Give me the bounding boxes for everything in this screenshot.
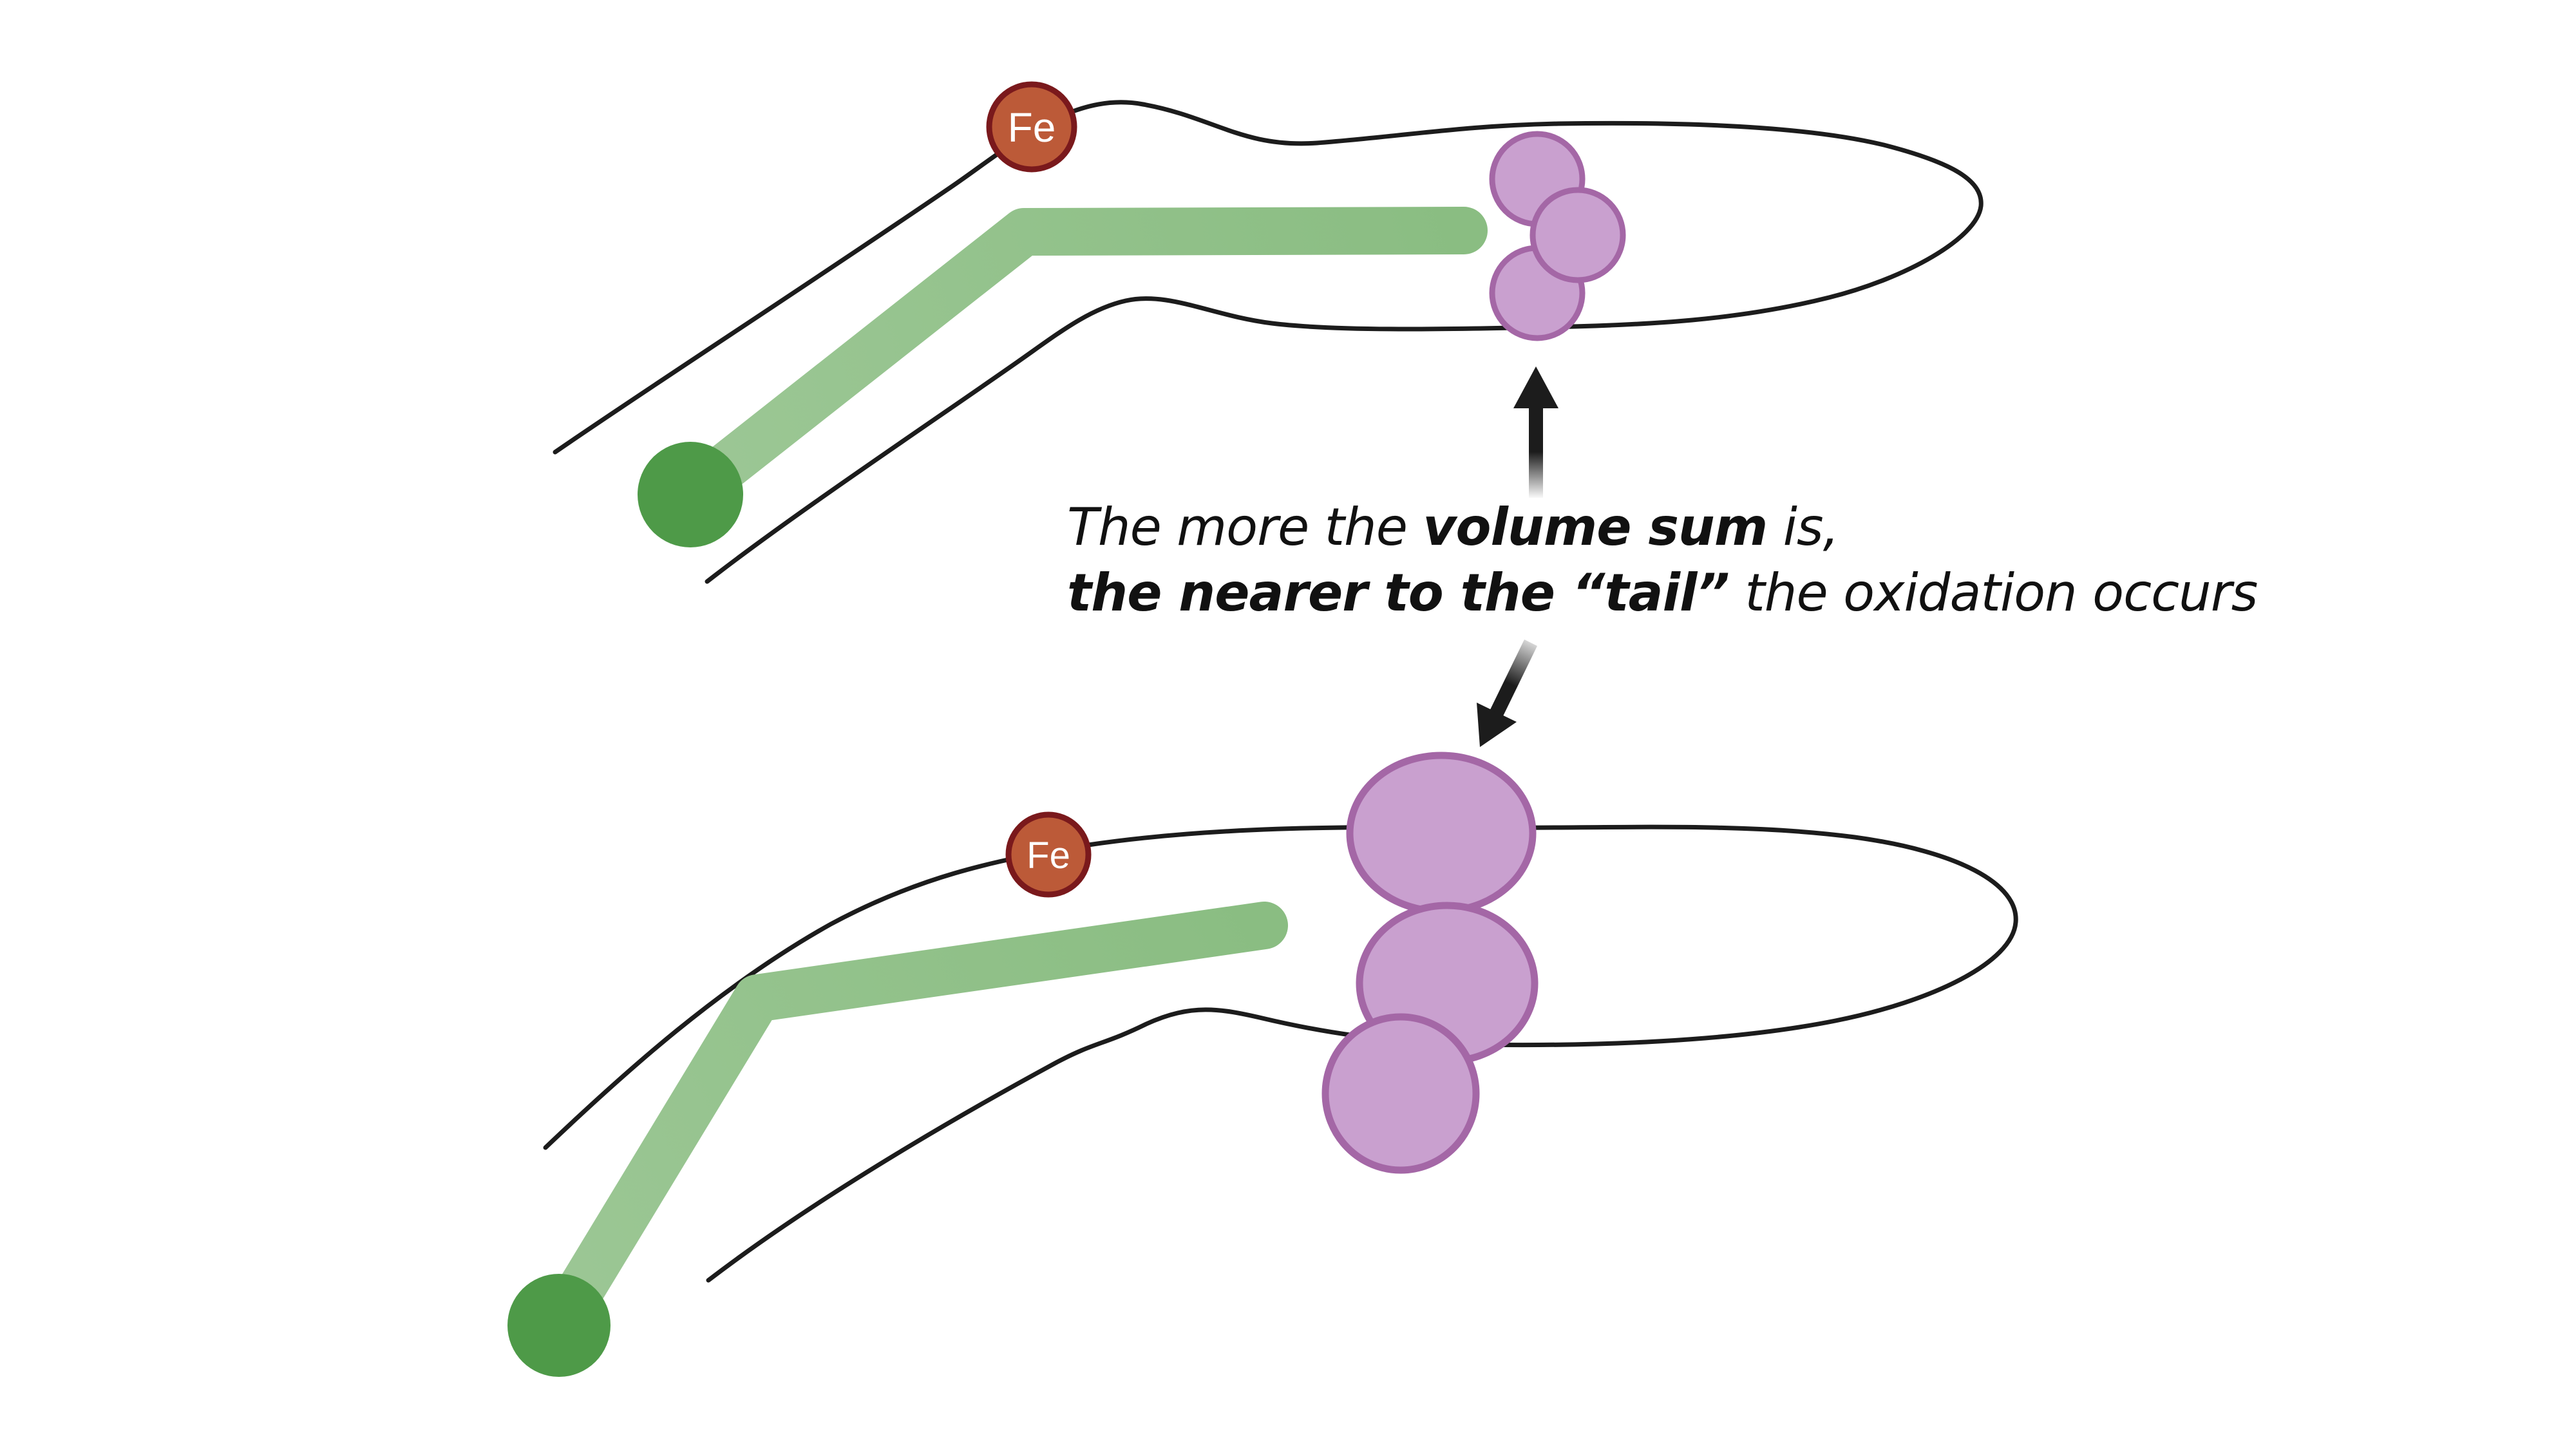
bottom-diagram: Fe [507, 752, 2018, 1377]
iron-label: Fe [1008, 104, 1056, 151]
caption-text: is, [1767, 497, 1839, 557]
oxidation-site [1346, 752, 1537, 915]
iron-circle [986, 81, 1077, 173]
rod-head-top [638, 442, 743, 547]
rod-head-bottom [507, 1274, 611, 1377]
caption-line-2: the nearer to the “tail” the oxidation o… [1067, 560, 2258, 626]
oxidation-site [1530, 187, 1626, 283]
up-arrow-icon [1513, 366, 1558, 498]
caption-text: The more the [1067, 497, 1423, 557]
iron-label: Fe [1027, 835, 1070, 876]
down-arrow-icon [1477, 639, 1537, 747]
substrate-rod-bottom [535, 902, 1288, 1349]
caption-text: the oxidation occurs [1729, 562, 2258, 623]
iron-badge-bottom: Fe [1005, 811, 1092, 898]
membrane-outline-bottom [543, 824, 2018, 1283]
caption: The more the volume sum is, the nearer t… [1067, 495, 2258, 626]
iron-badge-top: Fe [986, 81, 1077, 173]
oxidation-sites-bottom [1321, 752, 1539, 1174]
oxidation-sites-top [1489, 131, 1626, 341]
oxidation-site [1321, 1013, 1480, 1174]
iron-circle [1005, 811, 1092, 898]
caption-text-bold: the nearer to the “tail” [1067, 562, 1730, 623]
caption-text-bold: volume sum [1423, 497, 1768, 557]
caption-line-1: The more the volume sum is, [1067, 495, 2257, 560]
top-diagram: Fe [553, 81, 1984, 584]
substrate-rod-top [667, 207, 1488, 518]
